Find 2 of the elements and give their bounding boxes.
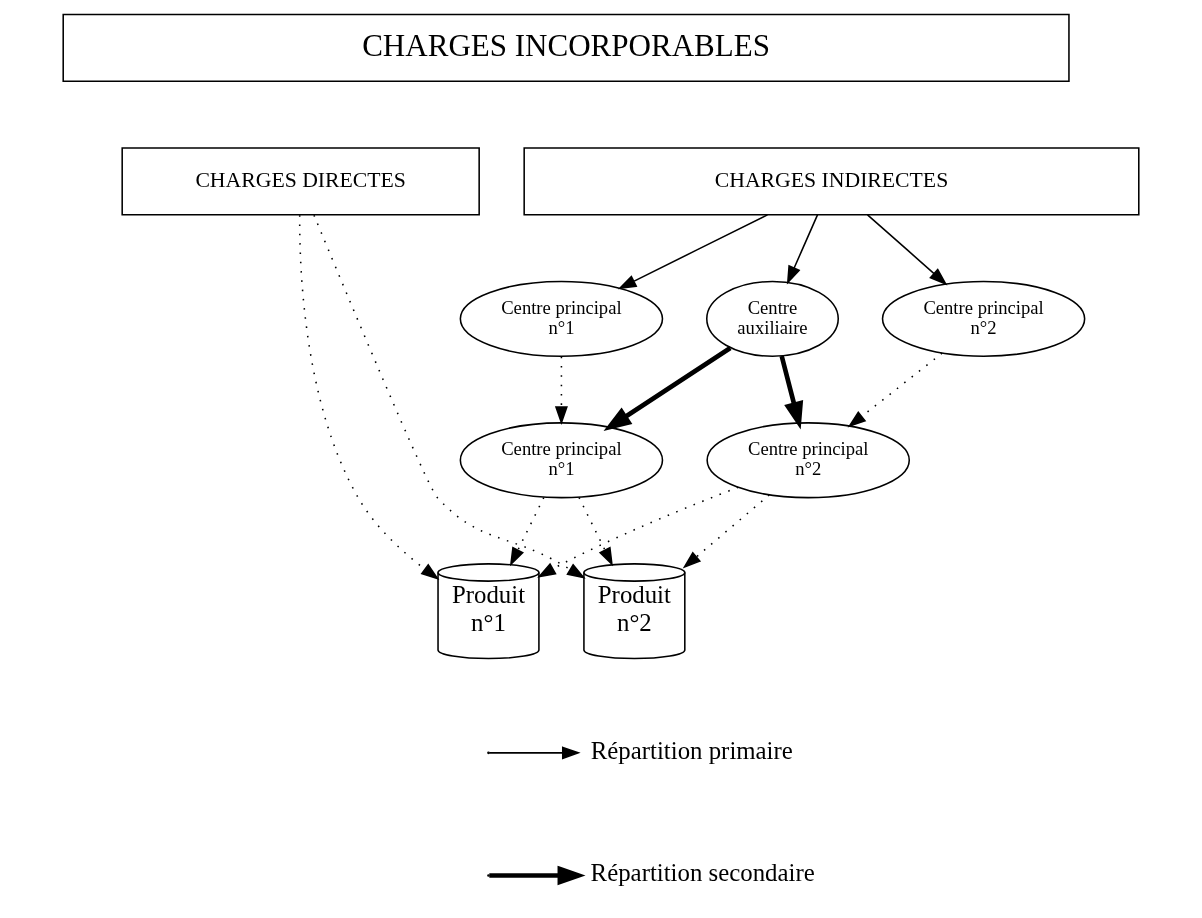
- legend-label: Répartition primaire: [590, 736, 793, 764]
- legend-label: Répartition secondaire: [590, 859, 815, 887]
